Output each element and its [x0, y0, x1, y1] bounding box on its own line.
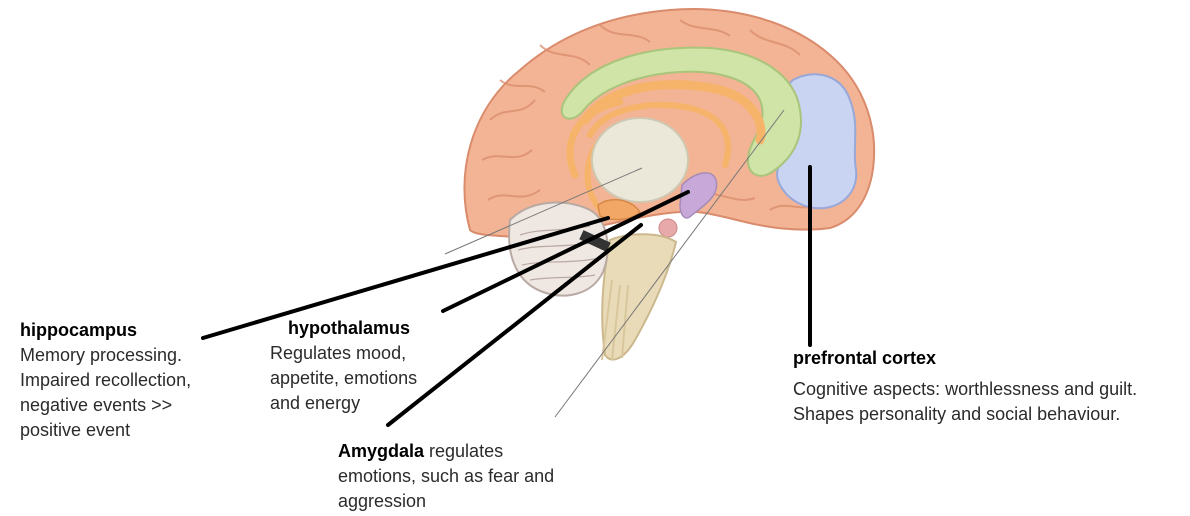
hippocampus-label: hippocampus Memory processing. Impaired … — [20, 318, 191, 443]
hypothalamus-title: hypothalamus — [288, 318, 411, 338]
hypothalamus-desc-1: Regulates mood, — [270, 343, 407, 363]
hypothalamus-leader — [441, 190, 690, 313]
hypothalamus-label: hypothalamus Regulates mood, appetite, e… — [270, 316, 417, 416]
prefrontal-desc-1: Cognitive aspects: worthlessness and gui… — [793, 379, 1138, 399]
prefrontal-label: prefrontal cortex Cognitive aspects: wor… — [793, 346, 1137, 427]
hypothalamus-desc-2: appetite, emotions — [270, 368, 418, 388]
prefrontal-title: prefrontal cortex — [793, 348, 937, 368]
pituitary — [658, 218, 678, 238]
cingulate-gyrus — [560, 46, 802, 177]
amygdala-desc-1: emotions, such as fear and — [338, 466, 555, 486]
hippocampus-desc-2: Impaired recollection, — [20, 370, 192, 390]
hypothalamus-region — [679, 172, 718, 219]
prefrontal-desc-2: Shapes personality and social behaviour. — [793, 404, 1121, 424]
hippocampus-leader — [201, 216, 610, 340]
hippocampus-title: hippocampus — [20, 320, 138, 340]
thalamus — [591, 117, 689, 203]
spinal-fibers — [601, 279, 629, 361]
hippocampus-desc-4: positive event — [20, 420, 131, 440]
amygdala-desc-2: aggression — [338, 491, 427, 511]
hypothalamus-desc-3: and energy — [270, 393, 361, 413]
amygdala-first-line: Amygdala regulates — [338, 439, 554, 464]
hippocampus-desc-3: negative events >> — [20, 395, 173, 415]
amygdala-title: Amygdala — [338, 441, 425, 461]
thin-pointer-lines — [444, 109, 785, 418]
tentorium-band — [579, 230, 611, 252]
leader-lines — [201, 165, 812, 427]
amygdala-title-suffix: regulates — [424, 441, 504, 461]
amygdala-label: Amygdala regulates emotions, such as fea… — [338, 439, 554, 514]
amygdala-leader — [386, 223, 643, 427]
hippocampus-desc-1: Memory processing. — [20, 345, 183, 365]
